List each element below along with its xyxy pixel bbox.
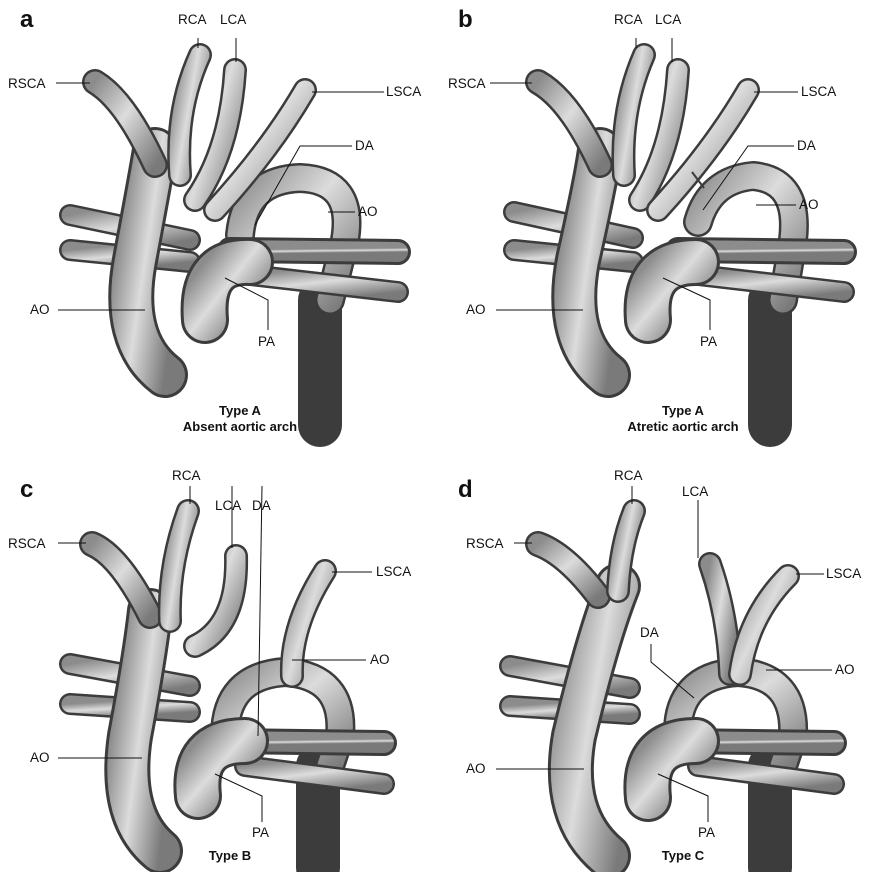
vessel-drawing-b [448,0,896,436]
panel-letter: c [20,476,33,504]
caption-subtype: Absent aortic arch [130,419,350,435]
label-ao-ascending: AO [30,751,50,765]
label-pa: PA [258,335,275,349]
label-rsca: RSCA [466,537,504,551]
label-lsca: LSCA [801,85,836,99]
label-ao-ascending: AO [466,762,486,776]
caption-type: Type A [573,403,793,419]
label-rsca: RSCA [448,77,486,91]
label-da: DA [797,139,816,153]
label-da: DA [252,499,271,513]
label-rca: RCA [178,13,207,27]
panel-caption: Type A Atretic aortic arch [573,403,793,434]
label-ao-ascending: AO [466,303,486,317]
label-da: DA [355,139,374,153]
label-pa: PA [698,826,715,840]
label-pa: PA [252,826,269,840]
panel-caption: Type C [573,848,793,864]
panel-a: a RSCA RCA LCA LSCA DA AO AO PA Type A A… [0,0,448,436]
vessel-drawing-a [0,0,448,436]
label-rca: RCA [614,469,643,483]
label-rsca: RSCA [8,77,46,91]
label-lca: LCA [220,13,246,27]
panel-d: d RSCA RCA LCA LSCA DA AO AO PA Type C [448,436,896,872]
label-ao-ascending: AO [30,303,50,317]
panel-letter: a [20,6,33,34]
panel-caption: Type B [120,848,340,864]
caption-subtype: Atretic aortic arch [573,419,793,435]
label-rca: RCA [614,13,643,27]
label-lca: LCA [682,485,708,499]
panel-letter: d [458,476,473,504]
label-ao-arch: AO [835,663,855,677]
label-ao-arch: AO [799,198,819,212]
label-lsca: LSCA [386,85,421,99]
panel-caption: Type A Absent aortic arch [130,403,350,434]
label-rca: RCA [172,469,201,483]
vessel-drawing-d [448,436,896,872]
label-lsca: LSCA [826,567,861,581]
panel-b: b RSCA RCA LCA LSCA DA AO AO PA Type A A… [448,0,896,436]
panel-c: c RSCA RCA LCA DA LSCA AO AO PA Type B [0,436,448,872]
caption-type: Type B [120,848,340,864]
caption-type: Type C [573,848,793,864]
label-ao-arch: AO [370,653,390,667]
label-da: DA [640,626,659,640]
label-lca: LCA [215,499,241,513]
label-lsca: LSCA [376,565,411,579]
panel-letter: b [458,6,473,34]
label-lca: LCA [655,13,681,27]
caption-type: Type A [130,403,350,419]
label-rsca: RSCA [8,537,46,551]
label-ao-arch: AO [358,205,378,219]
label-pa: PA [700,335,717,349]
